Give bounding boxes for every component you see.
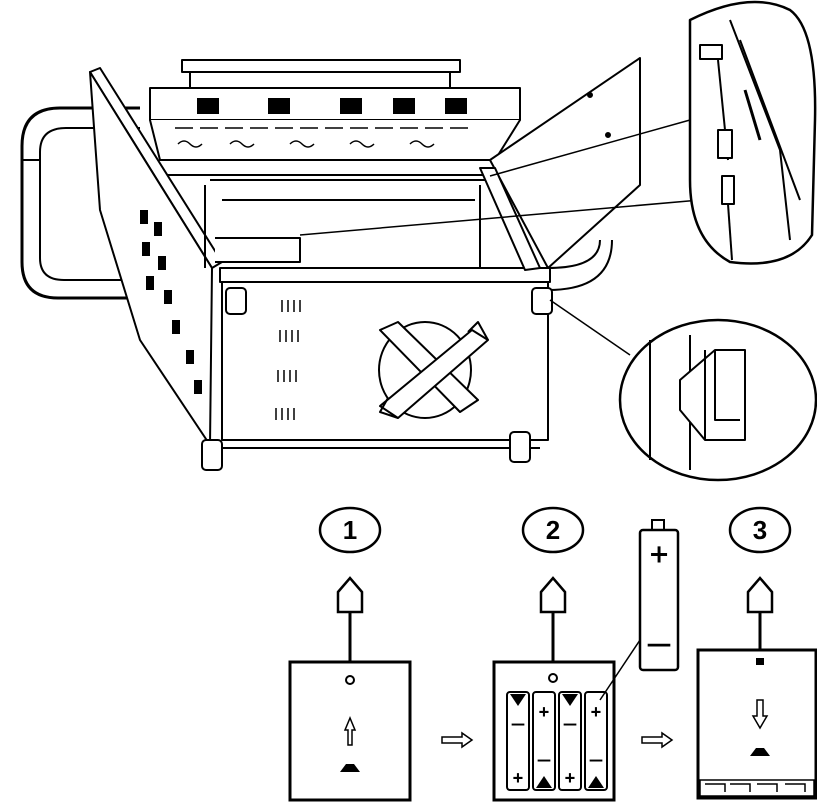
- ignition-wire-callout: [688, 0, 817, 265]
- svg-text:3: 3: [753, 515, 767, 545]
- cabinet-vent-slots: [275, 300, 301, 420]
- screw-hole-icon: [548, 673, 558, 683]
- slide-down-arrow-icon: [751, 699, 769, 730]
- svg-text:—: —: [564, 717, 577, 732]
- clip-callout: [618, 318, 817, 482]
- svg-text:+: +: [513, 771, 524, 786]
- screw-hole-icon: [345, 675, 355, 685]
- step-number-3: 3: [728, 506, 792, 554]
- tank-retainer: [378, 321, 489, 419]
- thumb-tab-icon: [750, 748, 770, 756]
- caster-wheels: [201, 287, 553, 471]
- top-burner-rack: [149, 59, 521, 176]
- svg-text:—: —: [512, 717, 525, 732]
- svg-text:1: 1: [343, 515, 357, 545]
- left-cabinet-door: [89, 67, 223, 446]
- svg-text:+: +: [591, 705, 602, 720]
- svg-text:2: 2: [546, 515, 560, 545]
- svg-text:+: +: [649, 540, 669, 568]
- aa-battery: + —: [599, 519, 680, 701]
- arrow-2-to-3: [641, 731, 674, 749]
- connector-plug-icon: [336, 576, 364, 614]
- thumb-tab-icon: [340, 764, 360, 772]
- svg-text:+: +: [539, 705, 550, 720]
- arrow-1-to-2: [441, 731, 474, 749]
- cabinet-body: [204, 179, 551, 449]
- left-handle: [20, 106, 200, 300]
- battery-slot: [506, 691, 608, 791]
- step-number-2: 2: [521, 506, 585, 554]
- connector-plug-icon: [746, 576, 774, 614]
- svg-text:—: —: [647, 630, 671, 658]
- svg-text:—: —: [590, 753, 603, 768]
- spring-contact-icon: [510, 694, 604, 788]
- screw-icon: [756, 658, 764, 665]
- svg-text:+: +: [565, 771, 576, 786]
- svg-text:—: —: [538, 753, 551, 768]
- step-1-battery-box: [288, 576, 412, 802]
- step-3-battery-box: [696, 576, 817, 800]
- connector-plug-icon: [539, 576, 567, 614]
- vent-slots-top: [175, 127, 468, 148]
- step-2-battery-compartment: + — + — + — + —: [492, 576, 616, 802]
- burner-blocks: [197, 98, 467, 114]
- callout-lines: [299, 119, 701, 356]
- slide-up-arrow-icon: [343, 716, 357, 746]
- compartment-edge: [699, 779, 815, 797]
- grill-cart-illustration: [20, 0, 817, 482]
- step-number-1: 1: [318, 506, 382, 554]
- right-handle: [547, 239, 613, 291]
